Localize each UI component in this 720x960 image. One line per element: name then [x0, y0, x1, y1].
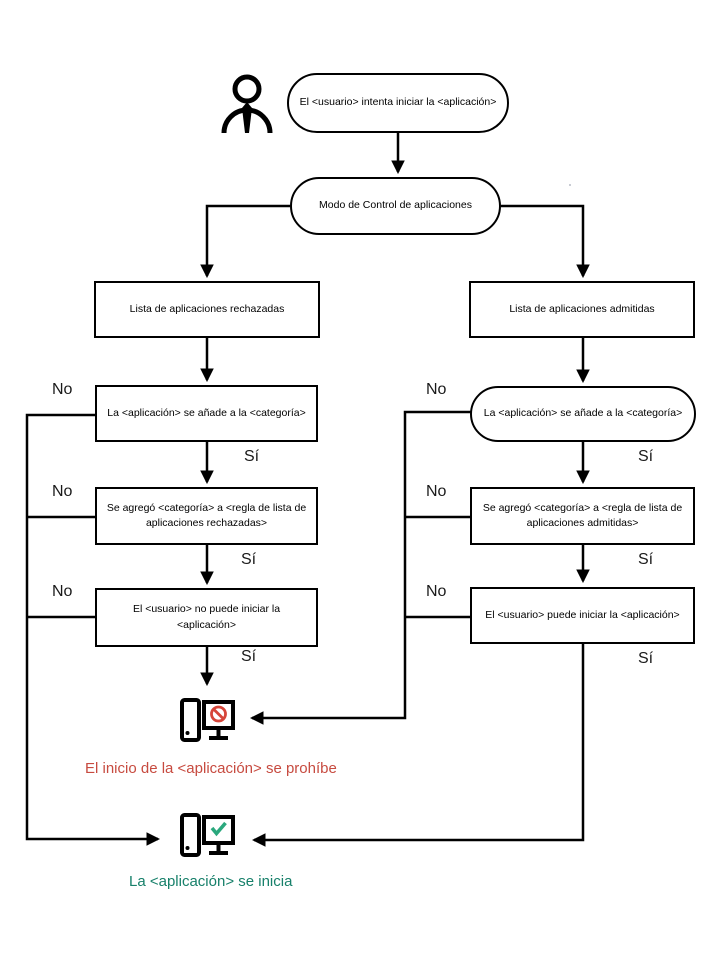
edge-mode-allowlist [501, 204, 590, 279]
edge-allow-no-rail [249, 410, 471, 725]
node-deny-rule: Se agregó <categoría> a <regla de lista … [95, 487, 318, 545]
node-deny-category-label: La <aplicación> se añade a la <categoría… [107, 406, 306, 419]
node-start-label: El <usuario> intenta iniciar la <aplicac… [299, 96, 497, 109]
node-allow-category: La <aplicación> se añade a la <categoría… [470, 386, 696, 442]
computer-check-icon [180, 813, 235, 857]
label-no-deny-3: No [52, 583, 73, 600]
node-mode: Modo de Control de aplicaciones [290, 177, 501, 235]
label-no-allow-3: No [426, 583, 447, 600]
label-yes-allow-1: Sí [638, 448, 654, 465]
outcome-started-text: La <aplicación> se inicia [129, 873, 293, 890]
label-yes-deny-2: Sí [241, 551, 257, 568]
label-yes-allow-2: Sí [638, 551, 654, 568]
label-yes-deny-1: Sí [244, 448, 260, 465]
label-yes-deny-3: Sí [241, 648, 257, 665]
prohibit-sign [210, 705, 227, 723]
label-yes-allow-3: Sí [638, 650, 654, 667]
node-allow-rule: Se agregó <categoría> a <regla de lista … [470, 487, 695, 545]
check-mark [210, 821, 227, 837]
node-mode-label: Modo de Control de aplicaciones [319, 199, 472, 212]
node-allow-list-label: Lista de aplicaciones admitidas [509, 302, 655, 315]
node-allow-result-label: El <usuario> puede iniciar la <aplicació… [485, 608, 680, 621]
node-allow-list: Lista de aplicaciones admitidas [469, 281, 695, 338]
node-start: El <usuario> intenta iniciar la <aplicac… [287, 73, 509, 133]
node-deny-result-label: El <usuario> no puede iniciar la <aplica… [132, 603, 281, 631]
label-no-deny-1: No [52, 381, 73, 398]
node-deny-list-label: Lista de aplicaciones rechazadas [129, 302, 285, 315]
node-deny-result: El <usuario> no puede iniciar la <aplica… [95, 588, 318, 647]
edge-deny-no-rail [25, 413, 161, 846]
outcome-prohibited-text: El inicio de la <aplicación> se prohíbe [85, 760, 337, 777]
node-allow-result: El <usuario> puede iniciar la <aplicació… [470, 587, 695, 644]
node-deny-rule-label: Se agregó <categoría> a <regla de lista … [106, 501, 307, 529]
computer-blocked-icon [180, 698, 235, 742]
edge-allowresult-started [251, 644, 585, 847]
node-allow-rule-label: Se agregó <categoría> a <regla de lista … [482, 501, 683, 529]
edge-mode-denylist [200, 204, 290, 279]
label-no-allow-2: No [426, 483, 447, 500]
node-allow-category-label: La <aplicación> se añade a la <categoría… [483, 407, 683, 420]
node-deny-category: La <aplicación> se añade a la <categoría… [95, 385, 318, 442]
stray-dot [569, 184, 571, 186]
label-no-allow-1: No [426, 381, 447, 398]
user-icon [221, 74, 273, 134]
label-no-deny-2: No [52, 483, 73, 500]
node-deny-list: Lista de aplicaciones rechazadas [94, 281, 320, 338]
